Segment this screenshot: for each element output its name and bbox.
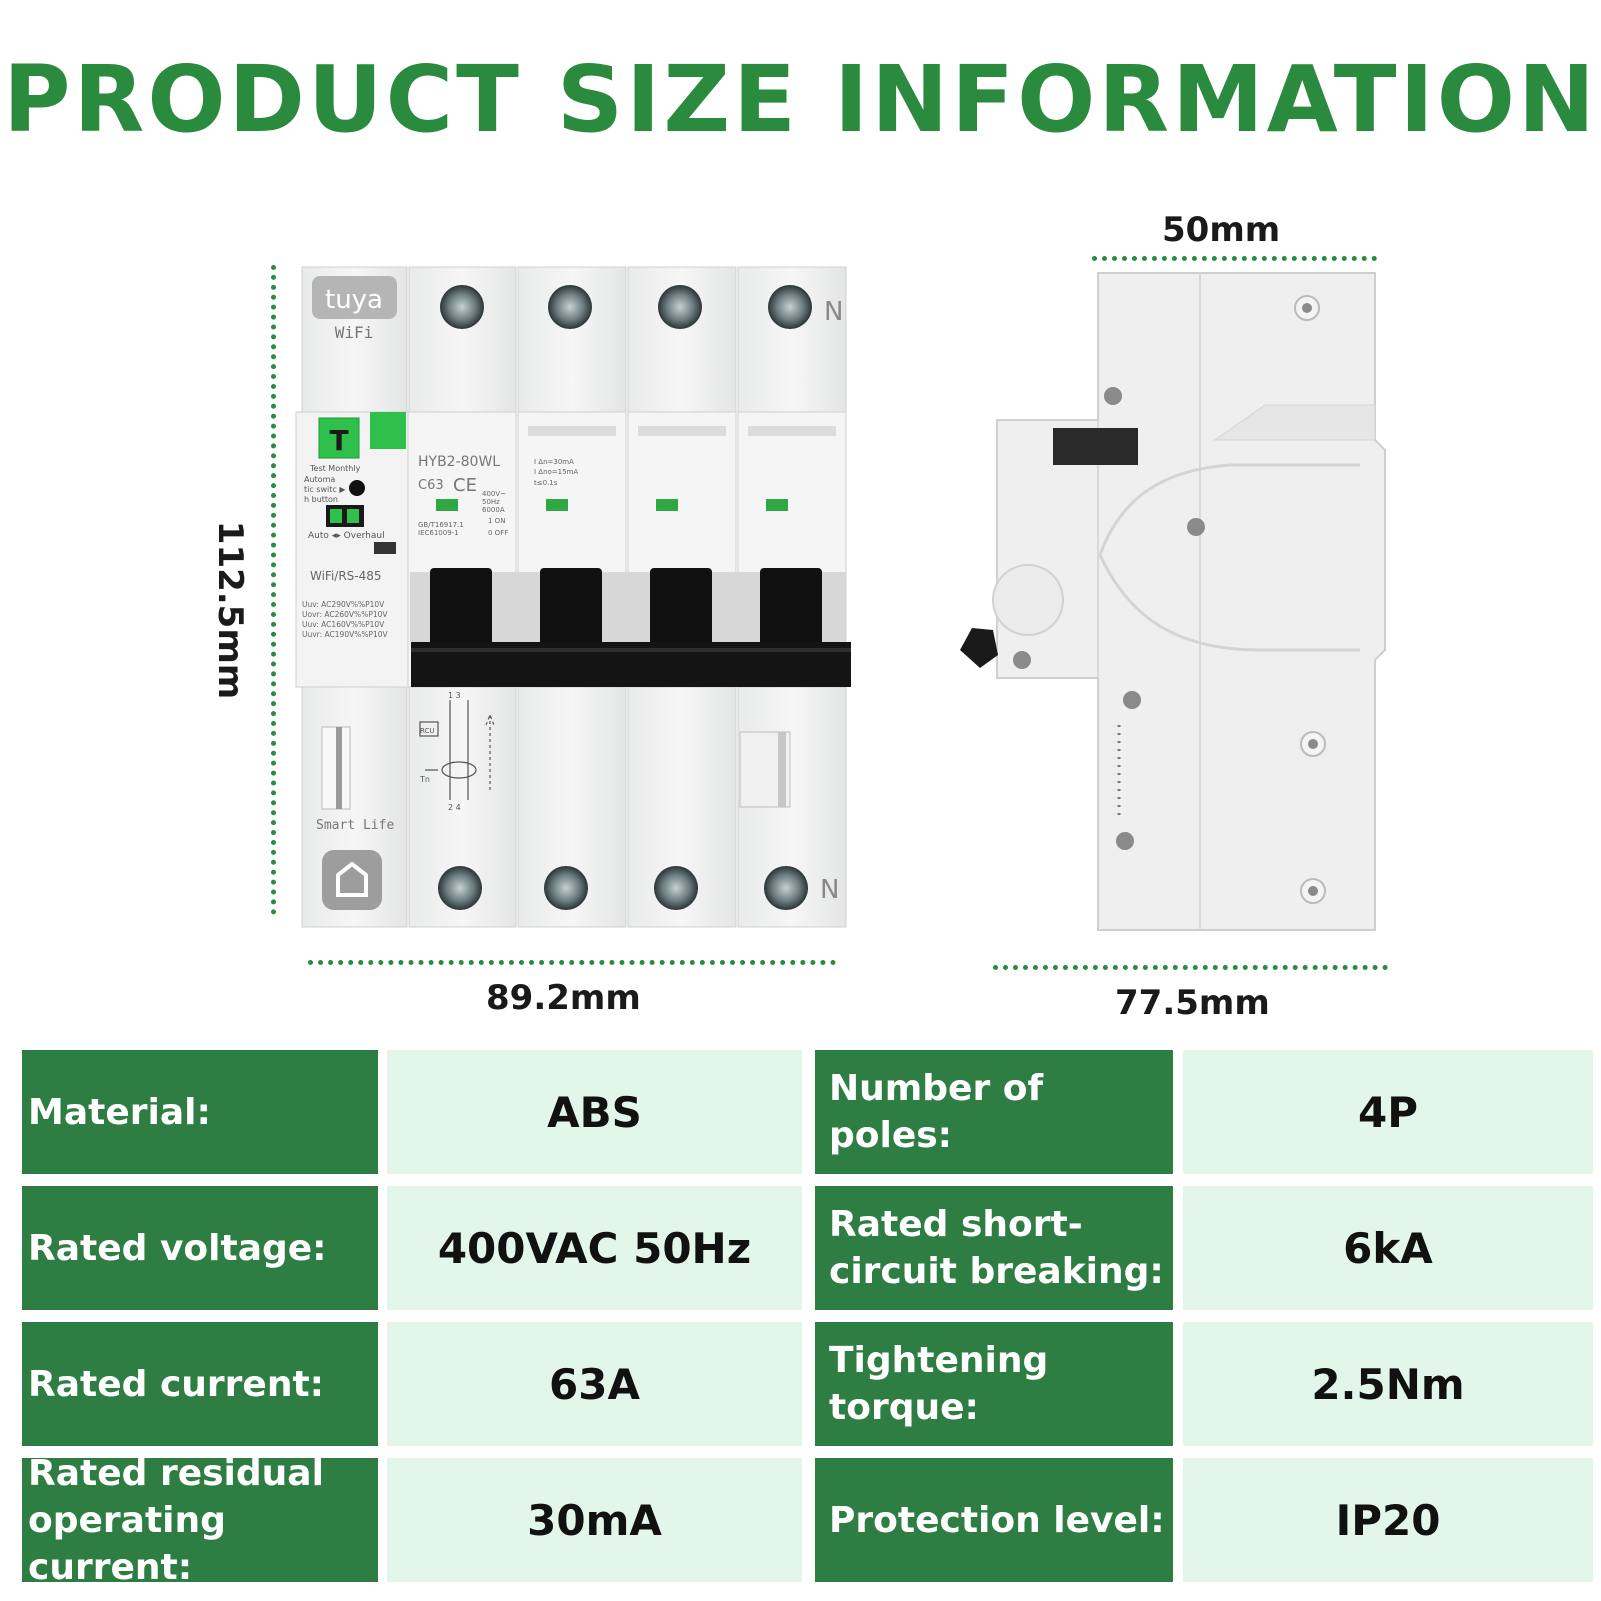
spec-value: 63A [387, 1322, 802, 1446]
toggle-lever[interactable] [540, 568, 602, 654]
indicator-window-icon [656, 499, 678, 511]
test-button[interactable] [318, 417, 360, 459]
breaker-side-view [960, 272, 1386, 931]
neutral-label: N [820, 875, 839, 905]
spec-value: 30mA [387, 1458, 802, 1582]
slide-switch[interactable] [374, 542, 396, 554]
neutral-label: N [824, 297, 843, 327]
svg-text:h button: h button [304, 495, 338, 504]
svg-text:WiFi/RS-485: WiFi/RS-485 [310, 569, 382, 583]
test-button-label: T [329, 424, 348, 457]
indicator-window-icon [436, 499, 458, 511]
toggle-lever[interactable] [650, 568, 712, 654]
spec-value: ABS [387, 1050, 802, 1174]
wifi-text: WiFi [335, 323, 374, 342]
svg-text:Test Monthly: Test Monthly [309, 464, 361, 473]
breaker-front-view: tuya WiFi T Test Monthly Automa tic swit… [295, 266, 851, 928]
svg-text:RCU: RCU [420, 727, 435, 735]
svg-text:0 OFF: 0 OFF [488, 529, 508, 537]
side-width-dimension-line [1092, 256, 1377, 261]
spec-value: 4P [1183, 1050, 1593, 1174]
side-lever[interactable] [960, 628, 998, 668]
green-tab-icon [370, 412, 406, 449]
svg-text:400V~: 400V~ [482, 490, 506, 498]
svg-text:1 ON: 1 ON [488, 517, 505, 525]
spec-label: Protection level: [815, 1458, 1173, 1582]
svg-text:t≤0.1s: t≤0.1s [534, 479, 558, 487]
svg-text:Automa: Automa [304, 475, 335, 484]
tuya-logo-icon [312, 276, 397, 319]
front-width-dimension-label: 89.2mm [486, 978, 641, 1018]
smart-life-home-icon [322, 850, 382, 910]
spec-label: Number of poles: [815, 1050, 1173, 1174]
toggle-lever[interactable] [430, 568, 492, 654]
toggle-lever[interactable] [760, 568, 822, 654]
tuya-brand-text: tuya [325, 285, 383, 315]
circuit-diagram [419, 700, 495, 800]
svg-text:Uuv: AC160V%%P10V: Uuv: AC160V%%P10V [302, 620, 385, 629]
side-width-dimension-label: 50mm [1162, 210, 1281, 250]
svg-text:Uovr: AC260V%%P10V: Uovr: AC260V%%P10V [302, 610, 388, 619]
svg-text:C63: C63 [418, 478, 444, 493]
model-text: HYB2-80WL [418, 454, 500, 470]
ce-mark: CE [453, 475, 477, 496]
terminal-screw-icon [438, 285, 812, 910]
svg-text:6000A: 6000A [482, 506, 505, 514]
spec-label: Rated short-circuit breaking: [815, 1186, 1173, 1310]
spec-label: Tightening torque: [815, 1322, 1173, 1446]
svg-text:Tn: Tn [419, 775, 430, 784]
side-window [1053, 428, 1138, 465]
svg-text:Uuvr: AC190V%%P10V: Uuvr: AC190V%%P10V [302, 630, 389, 639]
indicator-window-icon [766, 499, 788, 511]
side-depth-dimension-line [993, 965, 1388, 970]
svg-text:tic switc ▶: tic switc ▶ [304, 485, 346, 494]
page-title: PRODUCT SIZE INFORMATION [3, 46, 1598, 153]
indicator-window-icon [546, 499, 568, 511]
svg-text:GB/T16917.1: GB/T16917.1 [418, 521, 464, 529]
svg-text:I Δn=30mA: I Δn=30mA [534, 458, 574, 466]
svg-text:Uuv: AC290V%%P10V: Uuv: AC290V%%P10V [302, 600, 385, 609]
spec-label: Rated current: [22, 1322, 378, 1446]
height-dimension-line [271, 265, 276, 915]
svg-text:Auto ◂▸ Overhaul: Auto ◂▸ Overhaul [308, 531, 385, 541]
spec-value: 2.5Nm [1183, 1322, 1593, 1446]
side-depth-dimension-label: 77.5mm [1115, 983, 1270, 1023]
svg-text:IEC61009-1: IEC61009-1 [418, 529, 459, 537]
svg-text:I Δno=15mA: I Δno=15mA [534, 468, 578, 476]
push-button-icon[interactable] [349, 480, 365, 496]
spec-value: IP20 [1183, 1458, 1593, 1582]
svg-text:1 3: 1 3 [448, 691, 461, 700]
rivet-icon [1013, 295, 1326, 904]
spec-label: Rated voltage: [22, 1186, 378, 1310]
svg-text:Smart Life: Smart Life [316, 818, 394, 833]
spec-value: 400VAC 50Hz [387, 1186, 802, 1310]
spec-value: 6kA [1183, 1186, 1593, 1310]
spec-label: Rated residual operating current: [22, 1453, 378, 1588]
svg-text:2 4: 2 4 [448, 803, 461, 812]
front-width-dimension-line [308, 960, 836, 965]
spec-label: Material: [22, 1050, 378, 1174]
svg-text:50Hz: 50Hz [482, 498, 500, 506]
